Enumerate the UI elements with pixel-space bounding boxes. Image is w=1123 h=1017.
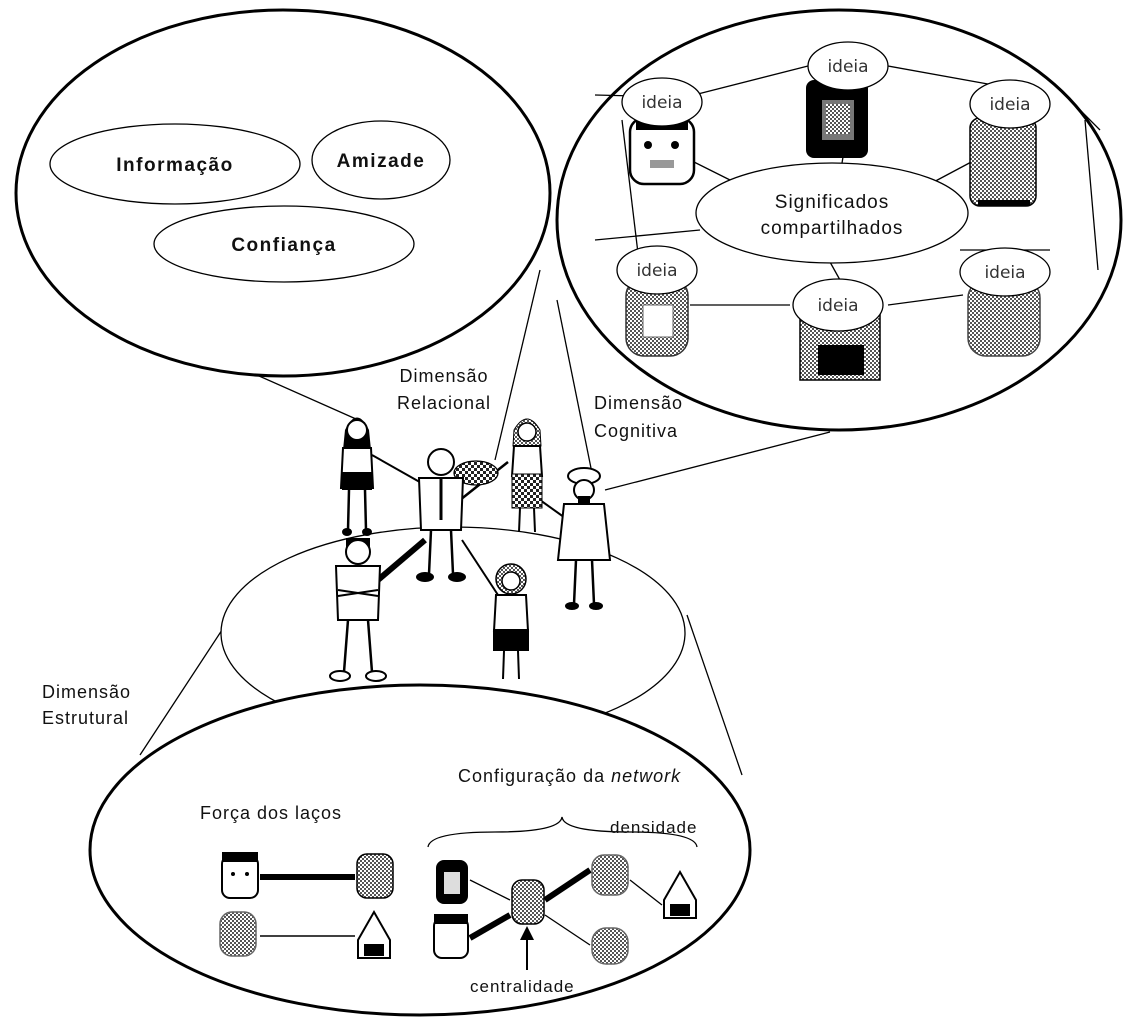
friendship-label: Amizade — [337, 151, 426, 172]
structural-zoom-line-left — [139, 629, 223, 756]
shared-meanings-line2: compartilhados — [761, 218, 904, 239]
network-ties — [468, 867, 663, 946]
person-icon — [492, 563, 530, 680]
person-icon — [556, 467, 612, 610]
density-label: densidade — [610, 818, 697, 837]
structural-zoom-line-right — [686, 614, 743, 776]
idea-label: ideia — [817, 296, 858, 316]
cognitive-zoom-line-right — [604, 431, 831, 491]
shared-meanings-line1: Significados — [775, 192, 889, 213]
relational-dimension-line1: Dimensão — [399, 366, 488, 386]
face-icon — [625, 277, 689, 357]
idea-bubble — [792, 278, 884, 332]
tie-strength-label: Força dos laços — [200, 803, 342, 823]
person-icon — [329, 538, 387, 682]
relational-zoom-line-right — [494, 269, 541, 461]
idea-label: ideia — [641, 93, 682, 113]
centrality-label: centralidade — [470, 977, 575, 996]
face-icon — [591, 854, 629, 896]
idea-bubble — [959, 247, 1051, 297]
face-icon — [969, 117, 1037, 207]
trust-oval — [153, 205, 415, 283]
friendship-oval — [311, 120, 451, 200]
face-icon — [591, 927, 629, 965]
cognitive-zoom-line-left — [556, 299, 594, 479]
face-icon — [357, 909, 391, 959]
cognitive-dimension-line1: Dimensão — [594, 393, 683, 413]
relational-bubble — [14, 8, 552, 378]
relational-dimension-line2: Relacional — [397, 393, 491, 413]
info-label: Informação — [116, 155, 233, 176]
face-icon — [433, 914, 469, 959]
face-icon — [663, 869, 697, 919]
speech-bubble — [453, 460, 499, 486]
idea-label: ideia — [827, 57, 868, 77]
face-icon — [806, 80, 868, 158]
info-oval — [49, 123, 301, 205]
person-icon — [416, 448, 466, 582]
person-icon — [339, 417, 375, 536]
structural-dimension-line2: Estrutural — [42, 708, 129, 728]
network-config-label: Configuração da network — [458, 766, 681, 786]
idea-label: ideia — [989, 95, 1030, 115]
structural-bubble — [88, 683, 752, 1017]
face-icon — [219, 911, 257, 957]
person-icon — [510, 418, 544, 533]
centrality-arrowhead — [520, 926, 534, 940]
density-brace — [427, 816, 698, 848]
cognitive-dimension-line2: Cognitiva — [594, 421, 678, 441]
idea-label: ideia — [984, 263, 1025, 283]
face-icon — [511, 879, 545, 925]
structural-dimension-line1: Dimensão — [42, 682, 131, 702]
idea-bubble — [616, 245, 698, 295]
idea-label: ideia — [636, 261, 677, 281]
face-icon — [436, 860, 468, 904]
shared-meanings-oval — [695, 162, 969, 264]
idea-bubble — [621, 77, 703, 127]
trust-label: Confiança — [231, 235, 336, 256]
face-icon — [356, 853, 394, 899]
face-icon — [221, 852, 259, 899]
idea-bubble — [969, 79, 1051, 129]
